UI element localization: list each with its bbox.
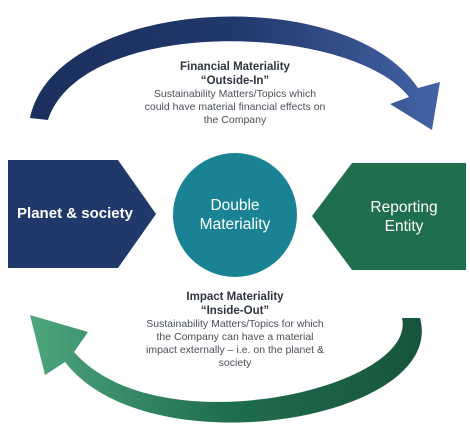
financial-materiality-subtitle: “Outside-In” xyxy=(200,75,270,87)
double-materiality-circle xyxy=(173,153,297,277)
double-materiality-line: Double xyxy=(210,197,260,214)
impact-materiality-subtitle: “Inside-Out” xyxy=(200,305,270,317)
bottom-curved-arrow xyxy=(30,315,422,423)
impact-materiality-description-line: impact externally – i.e. on the planet & xyxy=(145,344,325,356)
financial-materiality-title: Financial Materiality xyxy=(180,61,290,73)
reporting-entity-label: Reporting Entity xyxy=(345,198,463,236)
financial-materiality-description-line: the Company xyxy=(203,114,267,126)
planet-society-text: Planet & society xyxy=(17,205,133,222)
financial-materiality-description-line: Sustainability Matters/Topics which xyxy=(153,88,317,100)
reporting-entity-line: Entity xyxy=(384,218,424,235)
reporting-entity-line: Reporting xyxy=(370,199,438,216)
impact-materiality-caption: Impact Materiality “Inside-Out” Sustaina… xyxy=(115,290,355,370)
planet-society-shape xyxy=(8,160,156,268)
impact-materiality-title: Impact Materiality xyxy=(186,291,284,303)
double-materiality-label: Double Materiality xyxy=(175,196,295,234)
planet-society-label: Planet & society xyxy=(10,205,140,223)
financial-materiality-description-line: could have material financial effects on xyxy=(144,101,326,113)
impact-materiality-description-line: the Company can have a material xyxy=(156,331,314,343)
impact-materiality-description-line: Sustainability Matters/Topics for which xyxy=(146,318,324,330)
reporting-entity-shape xyxy=(312,163,466,270)
top-curved-arrow xyxy=(30,16,440,130)
financial-materiality-caption: Financial Materiality “Outside-In” Susta… xyxy=(115,60,355,127)
double-materiality-line: Materiality xyxy=(199,216,271,233)
impact-materiality-description-line: society xyxy=(218,357,252,369)
